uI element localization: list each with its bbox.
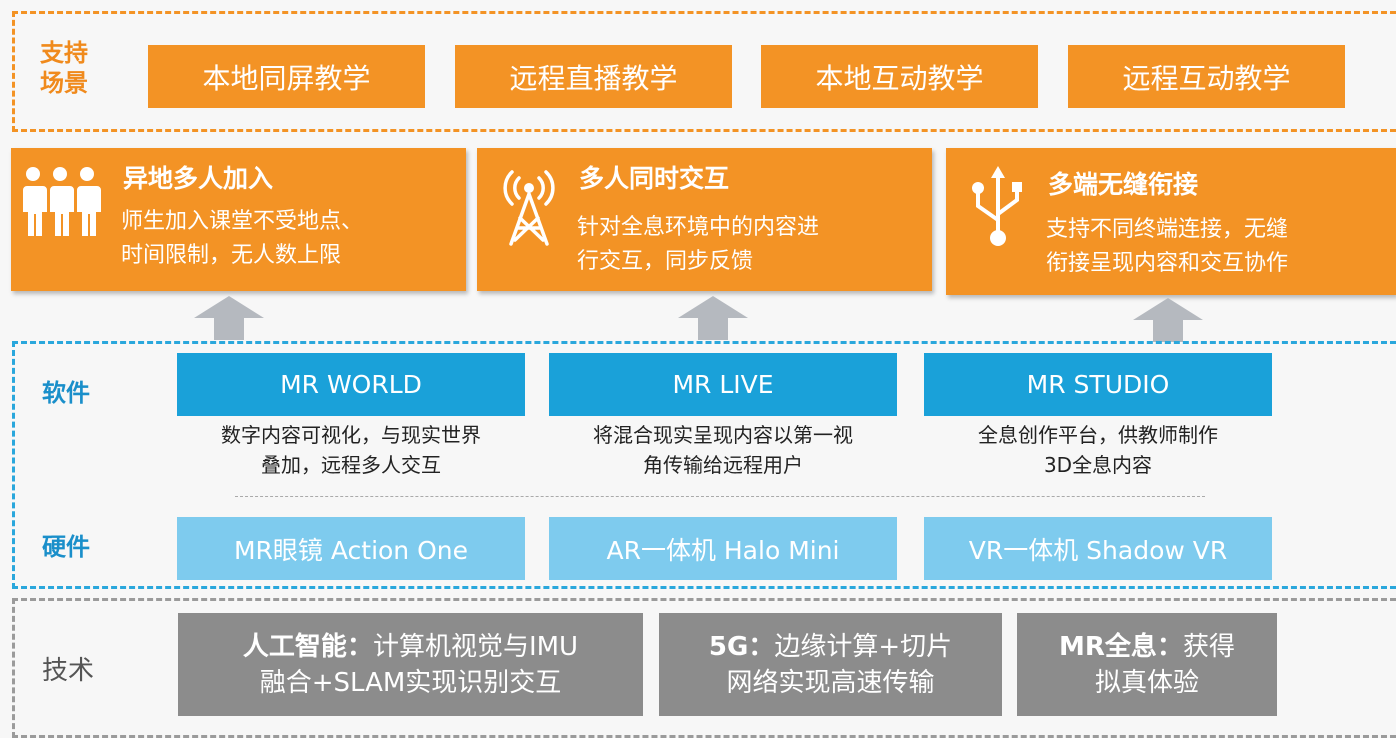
software-desc-line2: 3D全息内容 <box>1043 453 1153 477</box>
signal-tower-icon <box>503 170 555 246</box>
software-label: 软件 <box>42 379 90 407</box>
scene-local-screen: 本地同屏教学 <box>148 45 425 108</box>
scenes-label: 支持 场景 <box>40 38 110 98</box>
scenes-label-line2: 场景 <box>40 69 88 97</box>
scenes-label-line1: 支持 <box>40 39 88 67</box>
tech-line1: 人工智能：计算机视觉与IMU <box>243 629 578 665</box>
tech-mr-rest: 获得 <box>1182 631 1235 662</box>
feature-title: 异地多人加入 <box>123 164 274 193</box>
feature-desc-line1: 支持不同终端连接，无缝 <box>1046 217 1289 242</box>
feature-desc-line1: 师生加入课堂不受地点、 <box>121 209 364 234</box>
platform-frame <box>12 341 1396 589</box>
feature-desc-line1: 针对全息环境中的内容进 <box>577 215 820 240</box>
tech-ai: 人工智能：计算机视觉与IMU 融合+SLAM实现识别交互 <box>178 613 643 716</box>
divider <box>235 496 1205 497</box>
feature-title: 多端无缝衔接 <box>1048 170 1199 199</box>
feature-seamless: 多端无缝衔接 支持不同终端连接，无缝 衔接呈现内容和交互协作 <box>946 148 1396 295</box>
software-desc-line1: 全息创作平台，供教师制作 <box>978 423 1218 447</box>
up-arrow-icon <box>1133 298 1203 342</box>
software-desc-line1: 将混合现实呈现内容以第一视 <box>593 423 853 447</box>
feature-desc-line2: 行交互，同步反馈 <box>577 249 754 274</box>
feature-desc-line2: 衔接呈现内容和交互协作 <box>1046 251 1289 276</box>
tech-ai-rest: 计算机视觉与IMU <box>372 631 579 662</box>
tech-5g: 5G：边缘计算+切片 网络实现高速传输 <box>659 613 1002 716</box>
tech-label: 技术 <box>42 656 95 686</box>
tech-mr-bold: MR全息： <box>1059 631 1183 662</box>
software-desc-line2: 角传输给远程用户 <box>643 453 803 477</box>
tech-line2: 拟真体验 <box>1094 667 1199 698</box>
scenes-frame <box>12 11 1396 132</box>
hardware-label: 硬件 <box>42 533 90 561</box>
feature-title: 多人同时交互 <box>579 164 730 193</box>
scene-remote-live: 远程直播教学 <box>455 45 732 108</box>
tech-5g-rest: 边缘计算+切片 <box>774 631 953 662</box>
tech-line2: 网络实现高速传输 <box>726 667 935 698</box>
hardware-mr-glasses: MR眼镜 Action One <box>177 517 525 580</box>
people-icon <box>23 167 101 236</box>
software-desc: 全息创作平台，供教师制作 3D全息内容 <box>910 420 1286 480</box>
scene-local-interactive: 本地互动教学 <box>761 45 1038 108</box>
feature-multi-interact: 多人同时交互 针对全息环境中的内容进 行交互，同步反馈 <box>477 148 932 291</box>
hardware-vr-device: VR一体机 Shadow VR <box>924 517 1272 580</box>
tech-mr-hologram: MR全息：获得 拟真体验 <box>1017 613 1277 716</box>
software-desc-line2: 叠加，远程多人交互 <box>261 453 441 477</box>
scene-remote-interactive: 远程互动教学 <box>1068 45 1345 108</box>
up-arrow-icon <box>678 296 748 340</box>
software-desc: 数字内容可视化，与现实世界 叠加，远程多人交互 <box>163 420 539 480</box>
software-mr-world: MR WORLD <box>177 353 525 416</box>
feature-multi-join: 异地多人加入 师生加入课堂不受地点、 时间限制，无人数上限 <box>11 148 466 291</box>
software-desc-line1: 数字内容可视化，与现实世界 <box>221 423 481 447</box>
tech-5g-bold: 5G： <box>708 631 775 662</box>
up-arrow-icon <box>194 296 264 340</box>
software-mr-live: MR LIVE <box>549 353 897 416</box>
tech-line1: 5G：边缘计算+切片 <box>709 629 952 665</box>
feature-desc-line2: 时间限制，无人数上限 <box>121 243 342 268</box>
tech-line2: 融合+SLAM实现识别交互 <box>259 667 562 698</box>
tech-line1: MR全息：获得 <box>1059 629 1235 665</box>
software-mr-studio: MR STUDIO <box>924 353 1272 416</box>
software-desc: 将混合现实呈现内容以第一视 角传输给远程用户 <box>535 420 911 480</box>
hardware-ar-device: AR一体机 Halo Mini <box>549 517 897 580</box>
usb-icon <box>972 166 1022 246</box>
tech-ai-bold: 人工智能： <box>242 631 373 662</box>
